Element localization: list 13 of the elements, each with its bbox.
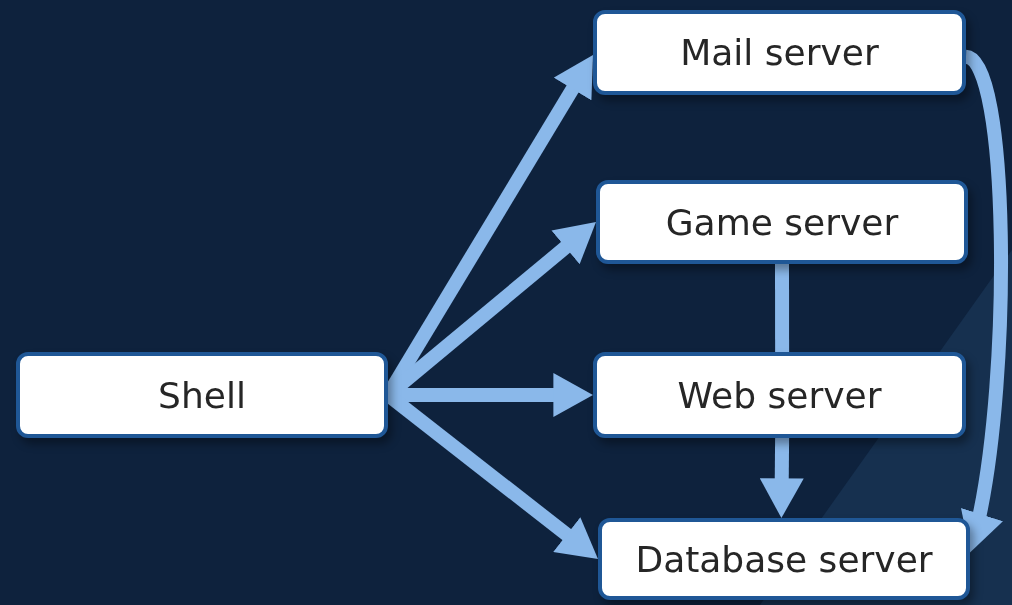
box-label: Database server <box>635 538 933 580</box>
box-label: Web server <box>677 374 882 416</box>
process-box <box>593 352 966 438</box>
process-box <box>16 352 388 438</box>
process-box <box>593 10 966 95</box>
process-box <box>598 518 970 600</box>
arrow <box>958 51 1008 555</box>
process-box <box>596 180 968 264</box>
box-label: Mail server <box>680 32 879 73</box>
box-label: Game server <box>665 201 899 243</box>
box-label: Shell <box>158 374 246 416</box>
connector-line <box>775 264 790 352</box>
arrow <box>759 437 804 519</box>
